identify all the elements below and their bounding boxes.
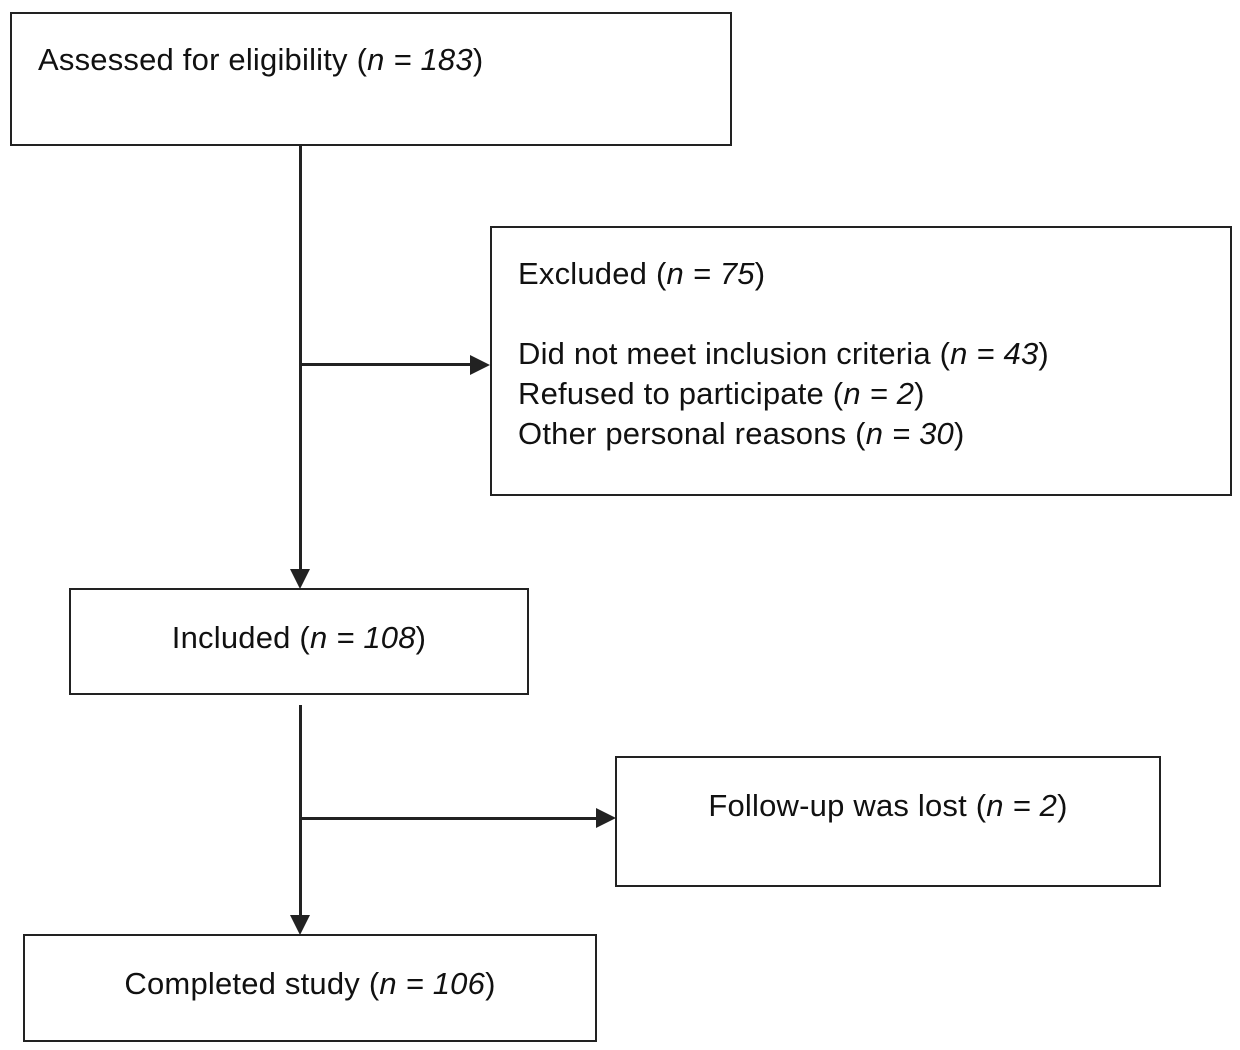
excluded-reason: Refused to participate (n = 2) bbox=[518, 376, 925, 411]
arrow-to-lost bbox=[596, 808, 616, 828]
connector-included-completed bbox=[299, 705, 302, 918]
arrow-to-excluded bbox=[470, 355, 490, 375]
arrow-to-completed bbox=[290, 915, 310, 935]
included-box: Included (n = 108) bbox=[69, 588, 529, 695]
lost-box: Follow-up was lost (n = 2) bbox=[615, 756, 1161, 887]
completed-text: Completed study (n = 106) bbox=[124, 966, 496, 1001]
included-text: Included (n = 108) bbox=[171, 620, 427, 655]
lost-text: Follow-up was lost (n = 2) bbox=[708, 788, 1068, 823]
completed-box: Completed study (n = 106) bbox=[23, 934, 597, 1042]
connector-to-lost bbox=[300, 817, 596, 820]
arrow-to-included bbox=[290, 569, 310, 589]
excluded-reason: Other personal reasons (n = 30) bbox=[518, 416, 965, 451]
connector-to-excluded bbox=[300, 363, 470, 366]
excluded-reason: Did not meet inclusion criteria (n = 43) bbox=[518, 336, 1049, 371]
connector-assessed-included bbox=[299, 146, 302, 572]
assessed-box: Assessed for eligibility (n = 183) bbox=[10, 12, 732, 146]
excluded-box: Excluded (n = 75) Did not meet inclusion… bbox=[490, 226, 1232, 496]
assessed-text: Assessed for eligibility (n = 183) bbox=[38, 42, 484, 77]
excluded-title: Excluded (n = 75) bbox=[518, 256, 766, 291]
